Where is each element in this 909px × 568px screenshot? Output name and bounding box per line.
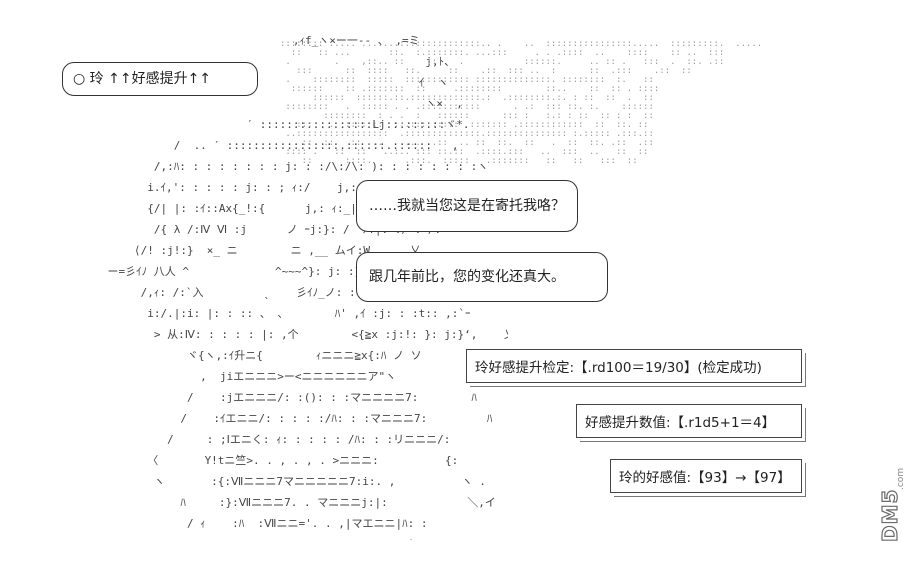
speech-bubble-2-text: 跟几年前比，您的变化还真大。 — [369, 269, 565, 285]
speech-bubble-2: 跟几年前比，您的变化还真大。 — [356, 252, 608, 302]
speech-bubble-1: ……我就当您这是在寄托我咯？ — [356, 180, 578, 232]
speech-bubble-1-text: ……我就当您这是在寄托我咯？ — [369, 198, 565, 214]
dice-increase-text: 好感提升数值:【.r1d5+1＝4】 — [585, 415, 776, 431]
dice-check-box: 玲好感提升检定:【.rd100＝19/30】(检定成功) — [466, 349, 806, 387]
watermark-logo-text: DM5 — [877, 488, 902, 543]
watermark-suffix-text: .com — [896, 467, 906, 490]
name-tag-text: ○ 玲 ↑↑好感提升↑↑ — [73, 71, 212, 87]
ascii-art-character: ,ｨf_ヽ×ー一‐- 、 ,=ミ j,ﾄ、 ｲ ヽ — [107, 34, 508, 540]
dm5-watermark-logo: DM5 .com — [866, 452, 906, 557]
dice-check-text: 玲好感提升检定:【.rd100＝19/30】(检定成功) — [475, 360, 762, 376]
affection-value-box: 玲的好感值:【93】→【97】 — [610, 459, 806, 497]
background-dots: :::::::: ..... .......:::::::::::::::.. … — [280, 40, 760, 166]
name-tag-bubble: ○ 玲 ↑↑好感提升↑↑ — [62, 62, 258, 96]
dice-increase-box: 好感提升数值:【.r1d5+1＝4】 — [576, 404, 806, 442]
affection-value-text: 玲的好感值:【93】→【97】 — [619, 470, 791, 486]
